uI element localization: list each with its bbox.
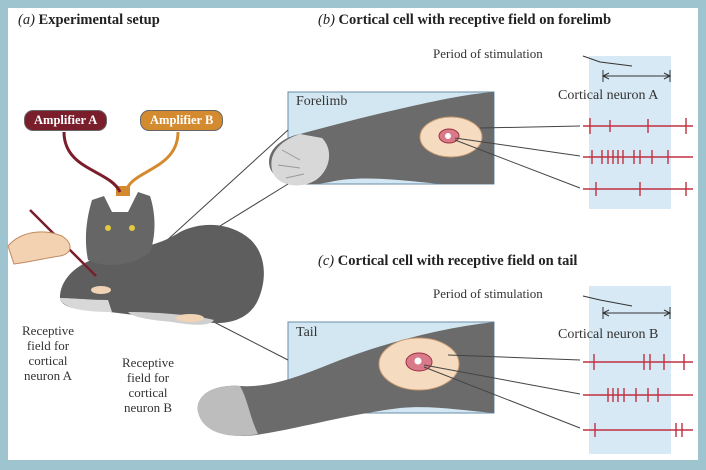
neuron-b-label: Cortical neuron B bbox=[558, 327, 659, 342]
panel-a-title: Experimental setup bbox=[38, 12, 160, 28]
period-arrow-b bbox=[582, 55, 672, 82]
hand-probe bbox=[7, 209, 97, 277]
tail-label: Tail bbox=[296, 325, 318, 340]
rf-b-line-1: Receptive bbox=[122, 355, 174, 370]
panel-c-title: Cortical cell with receptive field on ta… bbox=[337, 253, 578, 269]
period-arrow-c bbox=[582, 295, 672, 319]
spike-trains-forelimb bbox=[583, 118, 693, 196]
panel-b-label: (b) bbox=[318, 12, 335, 28]
amplifier-a-badge: Amplifier A bbox=[24, 110, 108, 131]
receptive-field-b-label: Receptive field for cortical neuron B bbox=[108, 355, 188, 415]
spike-trains-tail bbox=[583, 354, 693, 437]
forelimb-drawing bbox=[269, 92, 494, 186]
receptive-field-a-label: Receptive field for cortical neuron A bbox=[12, 323, 84, 383]
amplifier-b-badge: Amplifier B bbox=[140, 110, 224, 131]
rf-a-line-2: field for bbox=[26, 338, 70, 353]
rf-b-line-3: cortical bbox=[128, 385, 168, 400]
stimulation-band-c bbox=[589, 286, 671, 454]
rf-a-line-3: cortical bbox=[28, 353, 68, 368]
rf-b-line-2: field for bbox=[126, 370, 170, 385]
panel-c-heading: (c) Cortical cell with receptive field o… bbox=[318, 253, 577, 270]
panel-c-label: (c) bbox=[318, 253, 335, 269]
panel-b-heading: (b) Cortical cell with receptive field o… bbox=[318, 12, 611, 29]
forelimb-label: Forelimb bbox=[296, 94, 348, 109]
period-label-b: Period of stimulation bbox=[433, 46, 543, 61]
panel-a-label: (a) bbox=[18, 12, 35, 28]
neuron-a-label: Cortical neuron A bbox=[558, 88, 659, 103]
cat-illustration bbox=[60, 186, 264, 325]
rf-a-line-1: Receptive bbox=[22, 323, 74, 338]
stimulation-band-b bbox=[589, 56, 671, 209]
period-label-c: Period of stimulation bbox=[433, 286, 543, 301]
rf-a-line-4: neuron A bbox=[23, 368, 73, 383]
amplifier-wires bbox=[62, 131, 180, 193]
rf-b-line-4: neuron B bbox=[123, 400, 173, 415]
panel-a-heading: (a) Experimental setup bbox=[18, 12, 160, 29]
receptive-field-forelimb bbox=[419, 116, 483, 158]
panel-b-title: Cortical cell with receptive field on fo… bbox=[338, 12, 612, 28]
receptive-field-tail bbox=[378, 337, 460, 391]
